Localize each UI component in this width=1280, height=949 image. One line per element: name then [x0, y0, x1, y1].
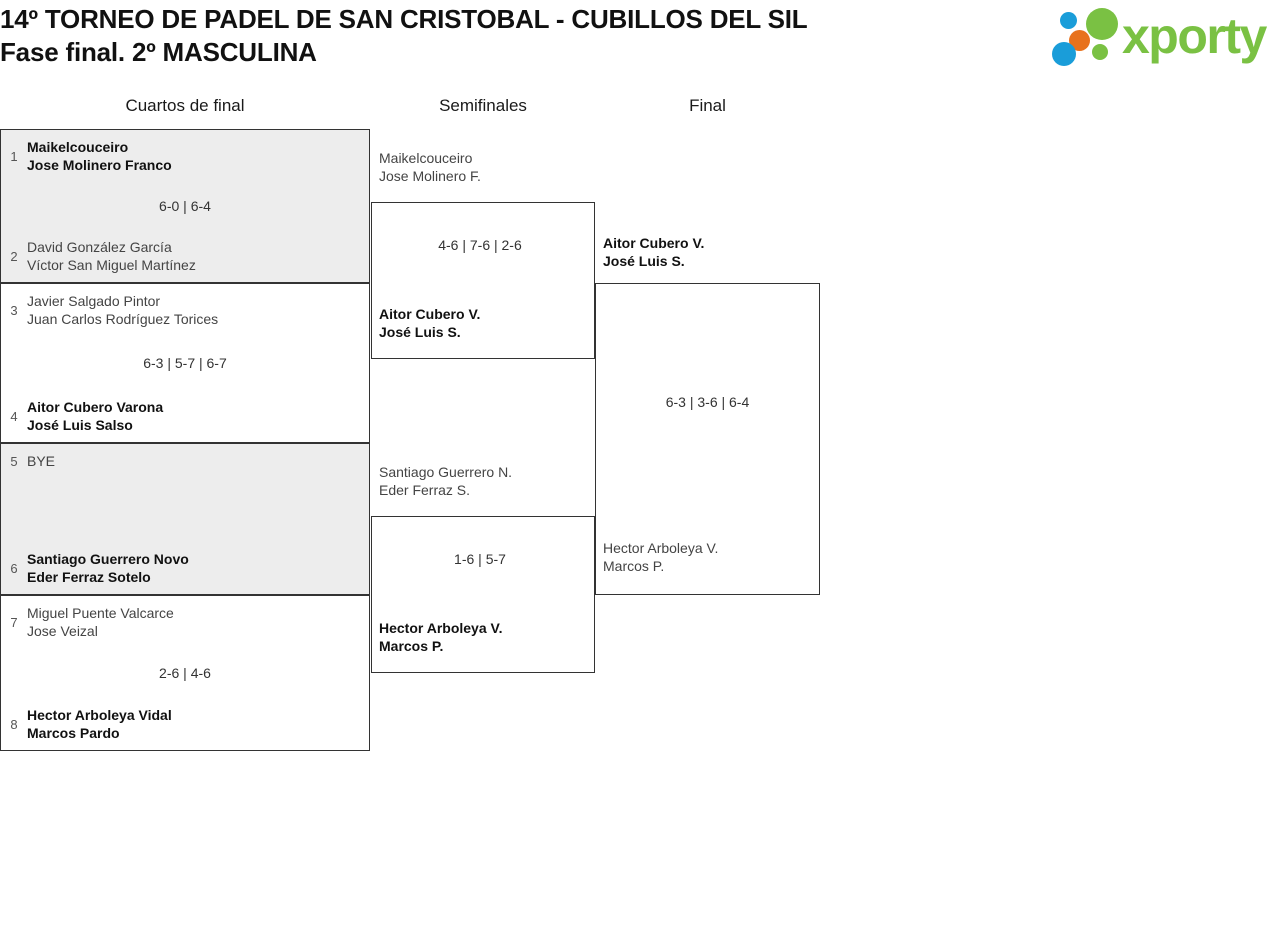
round-header-final: Final — [689, 96, 726, 115]
match-team-bottom[interactable]: Aitor Cubero V. José Luis S. — [372, 305, 594, 341]
player-name-2: José Luis Salso — [27, 417, 133, 433]
match-semifinal-1[interactable]: Maikelcouceiro Jose Molinero F. 4-6 | 7-… — [371, 150, 595, 359]
team-names: Santiago Guerrero N. Eder Ferraz S. — [372, 463, 594, 499]
seed-number: 1 — [10, 148, 18, 164]
match-score: 4-6 | 7-6 | 2-6 — [438, 237, 522, 253]
player-name-2: Juan Carlos Rodríguez Torices — [27, 311, 219, 327]
page-header: 14º TORNEO DE PADEL DE SAN CRISTOBAL - C… — [0, 0, 1280, 80]
title-block: 14º TORNEO DE PADEL DE SAN CRISTOBAL - C… — [0, 0, 900, 69]
match-team-bottom[interactable]: Hector Arboleya V. Marcos P. — [596, 539, 819, 575]
player-name-1: Santiago Guerrero Novo — [27, 551, 189, 567]
team-names: Aitor Cubero V. José Luis S. — [596, 234, 819, 270]
team-names: Hector Arboleya V. Marcos P. — [596, 539, 819, 575]
player-name-1: Aitor Cubero V. — [603, 235, 705, 251]
player-name-2: Eder Ferraz S. — [379, 482, 471, 498]
match-quarterfinal-3[interactable]: 5 BYE 6 Santiago Guerrero Novo Eder Ferr… — [0, 443, 370, 595]
logo-dots-icon — [1052, 8, 1126, 66]
match-score: 2-6 | 4-6 — [159, 665, 211, 681]
player-name-2: José Luis S. — [379, 324, 461, 340]
match-team-top[interactable]: Maikelcouceiro Jose Molinero F. — [372, 149, 594, 185]
player-name-2: Jose Molinero Franco — [27, 157, 172, 173]
tournament-title: 14º TORNEO DE PADEL DE SAN CRISTOBAL - C… — [0, 4, 808, 34]
match-score: 6-0 | 6-4 — [159, 198, 211, 214]
round-header-semifinals: Semifinales — [439, 96, 527, 115]
match-team-top[interactable]: 7 Miguel Puente Valcarce Jose Veizal — [1, 604, 369, 640]
team-names: Hector Arboleya V. Marcos P. — [372, 619, 594, 655]
player-name-2: Jose Molinero F. — [379, 168, 481, 184]
player-name-1: Hector Arboleya V. — [379, 620, 503, 636]
player-name-1: Hector Arboleya V. — [603, 540, 719, 556]
player-name-2: Marcos Pardo — [27, 725, 120, 741]
seed-number: 3 — [10, 302, 18, 318]
player-name-2: José Luis S. — [603, 253, 685, 269]
player-name-2: Marcos P. — [603, 558, 665, 574]
team-names: Miguel Puente Valcarce Jose Veizal — [27, 604, 369, 640]
logo-dot-orange — [1069, 30, 1090, 51]
match-semifinal-2[interactable]: Santiago Guerrero N. Eder Ferraz S. 1-6 … — [371, 464, 595, 673]
round-header-quarterfinals: Cuartos de final — [125, 96, 245, 115]
logo-dot-blue-bottom — [1052, 42, 1076, 66]
seed-number: 5 — [10, 453, 18, 469]
player-name-1: Hector Arboleya Vidal — [27, 707, 172, 723]
match-score: 6-3 | 5-7 | 6-7 — [143, 355, 227, 371]
match-team-top[interactable]: 3 Javier Salgado Pintor Juan Carlos Rodr… — [1, 292, 369, 328]
team-names: BYE — [27, 452, 369, 470]
seed-number: 7 — [10, 614, 18, 630]
match-team-top[interactable]: Aitor Cubero V. José Luis S. — [596, 234, 819, 270]
team-names: Javier Salgado Pintor Juan Carlos Rodríg… — [27, 292, 369, 328]
logo-dot-green-large — [1086, 8, 1118, 40]
player-name-1: David González García — [27, 239, 172, 255]
player-name-1: Aitor Cubero Varona — [27, 399, 164, 415]
player-name-1: Santiago Guerrero N. — [379, 464, 513, 480]
seed-number: 8 — [10, 716, 18, 732]
player-name-2: Marcos P. — [379, 638, 444, 654]
seed-number: 6 — [10, 560, 18, 576]
seed-number: 2 — [10, 248, 18, 264]
player-name-1: Aitor Cubero V. — [379, 306, 481, 322]
match-team-top[interactable]: 5 BYE — [1, 452, 369, 470]
player-name-1: Miguel Puente Valcarce — [27, 605, 174, 621]
team-names: Aitor Cubero V. José Luis S. — [372, 305, 594, 341]
team-names: Maikelcouceiro Jose Molinero F. — [372, 149, 594, 185]
player-name-2: Eder Ferraz Sotelo — [27, 569, 151, 585]
match-quarterfinal-2[interactable]: 3 Javier Salgado Pintor Juan Carlos Rodr… — [0, 283, 370, 443]
team-names: Hector Arboleya Vidal Marcos Pardo — [27, 706, 369, 742]
match-team-bottom[interactable]: 4 Aitor Cubero Varona José Luis Salso — [1, 398, 369, 434]
match-team-top[interactable]: Santiago Guerrero N. Eder Ferraz S. — [372, 463, 594, 499]
player-name-1: Javier Salgado Pintor — [27, 293, 161, 309]
match-team-top[interactable]: 1 Maikelcouceiro Jose Molinero Franco — [1, 138, 369, 174]
match-team-bottom[interactable]: 8 Hector Arboleya Vidal Marcos Pardo — [1, 706, 369, 742]
team-names: Maikelcouceiro Jose Molinero Franco — [27, 138, 369, 174]
player-name-1: Maikelcouceiro — [379, 150, 473, 166]
player-name-2: Jose Veizal — [27, 623, 98, 639]
logo-wordmark: xporty — [1122, 8, 1267, 64]
player-name-1: Maikelcouceiro — [27, 139, 129, 155]
match-quarterfinal-4[interactable]: 7 Miguel Puente Valcarce Jose Veizal 2-6… — [0, 595, 370, 751]
match-quarterfinal-1[interactable]: 1 Maikelcouceiro Jose Molinero Franco 6-… — [0, 129, 370, 283]
match-team-bottom[interactable]: Hector Arboleya V. Marcos P. — [372, 619, 594, 655]
tournament-subtitle: Fase final. 2º MASCULINA — [0, 37, 317, 67]
seed-number: 4 — [10, 408, 18, 424]
match-score: 1-6 | 5-7 — [454, 551, 506, 567]
team-names: David González García Víctor San Miguel … — [27, 238, 369, 274]
match-team-bottom[interactable]: 6 Santiago Guerrero Novo Eder Ferraz Sot… — [1, 550, 369, 586]
player-name-1: BYE — [27, 453, 56, 469]
xporty-logo[interactable]: xporty — [1052, 5, 1276, 67]
team-names: Santiago Guerrero Novo Eder Ferraz Sotel… — [27, 550, 369, 586]
logo-dot-green-small — [1092, 44, 1108, 60]
player-name-2: Víctor San Miguel Martínez — [27, 257, 196, 273]
match-final[interactable]: Aitor Cubero V. José Luis S. 6-3 | 3-6 |… — [595, 235, 820, 595]
match-team-bottom[interactable]: 2 David González García Víctor San Migue… — [1, 238, 369, 274]
logo-dot-blue-top — [1060, 12, 1077, 29]
team-names: Aitor Cubero Varona José Luis Salso — [27, 398, 369, 434]
match-score: 6-3 | 3-6 | 6-4 — [665, 394, 750, 410]
